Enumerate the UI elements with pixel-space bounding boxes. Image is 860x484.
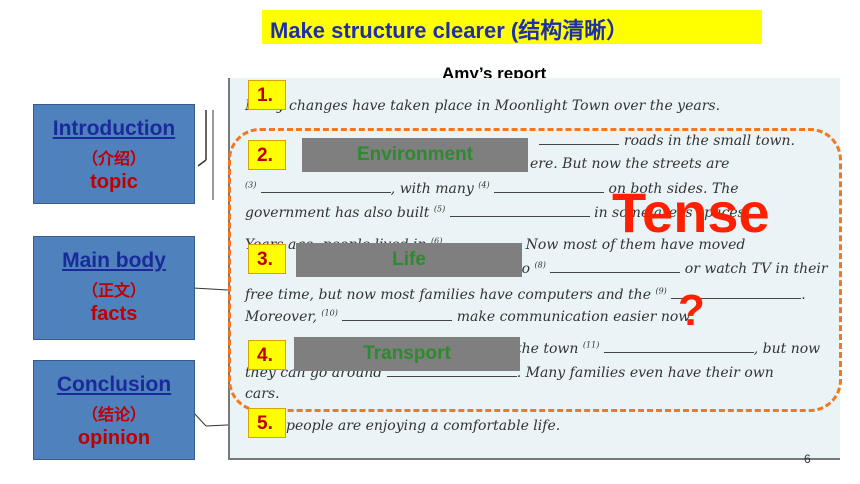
blank-number: (11) <box>582 340 600 350</box>
introduction-box: Introduction （介绍） topic <box>33 104 195 204</box>
marker-2: 2. <box>248 140 286 170</box>
report-line-9: Moreover, (10) make communication easier… <box>245 308 693 325</box>
main-body-label: Main body <box>62 249 166 272</box>
report-line-1: Many changes have taken place in Moonlig… <box>245 98 721 114</box>
main-body-en: facts <box>90 303 138 325</box>
text: Moreover, <box>245 309 317 325</box>
category-transport: Transport <box>294 337 520 371</box>
report-line-5: government has also built (5) in some ar… <box>245 204 745 221</box>
report-line-4: (3) , with many (4) on both sides. The <box>245 180 739 197</box>
marker-5: 5. <box>248 408 286 438</box>
text: . Now most of them have moved <box>516 237 746 253</box>
marker-4: 4. <box>248 340 286 370</box>
slide-title: Make structure clearer (结构清晰） <box>270 18 629 43</box>
conclusion-en: opinion <box>77 427 151 449</box>
blank <box>449 204 590 217</box>
report-line-10: the town (11) , but now <box>516 340 820 357</box>
blank <box>342 308 453 321</box>
main-body-dashed-outline <box>228 128 842 412</box>
blank-number: (8) <box>534 260 546 270</box>
page-number: 6 <box>804 452 811 466</box>
report-line-3: ere. But now the streets are <box>530 156 730 172</box>
report-line-2: roads in the small town. <box>245 132 795 149</box>
blank <box>494 180 605 193</box>
blank-number: (4) <box>478 180 490 190</box>
marker-3: 3. <box>248 244 286 274</box>
blank <box>386 364 517 377</box>
text: or watch TV in their <box>684 261 828 277</box>
text: make communication easier now. <box>456 309 694 325</box>
report-line-2-end: roads in the small town. <box>623 133 796 149</box>
blank <box>671 286 802 299</box>
blank-number: (10) <box>321 308 338 318</box>
introduction-cn: （介绍） <box>81 151 146 168</box>
blank-number: (6) <box>430 236 443 246</box>
introduction-en: topic <box>90 171 138 193</box>
text: in some areas spaces <box>594 205 745 221</box>
question-mark: ? <box>678 286 705 335</box>
conclusion-box: Conclusion （结论） opinion <box>33 360 195 460</box>
category-life: Life <box>296 243 522 277</box>
blank <box>603 340 754 353</box>
blank <box>550 260 681 273</box>
report-line-8: free time, but now most families have co… <box>245 286 806 303</box>
title-highlight <box>262 10 762 44</box>
text: . Many families even have their own <box>516 365 774 381</box>
marker-1: 1. <box>248 80 286 110</box>
text: , with many <box>390 181 474 197</box>
blank-number: (3) <box>245 180 257 190</box>
report-line-13: people are enjoying a comfortable life. <box>286 418 561 434</box>
blank <box>260 180 391 193</box>
text: on both sides. The <box>608 181 739 197</box>
text: free time, but now most families have co… <box>245 287 651 303</box>
text: , but now <box>753 341 821 357</box>
main-body-box: Main body （正文） facts <box>33 236 195 340</box>
blank <box>539 132 620 145</box>
conclusion-label: Conclusion <box>56 373 172 396</box>
main-body-cn: （正文） <box>81 283 146 300</box>
text: government has also built <box>245 205 430 221</box>
conclusion-cn: （结论） <box>81 407 146 424</box>
category-environment: Environment <box>302 138 528 172</box>
text: the town <box>516 341 579 357</box>
blank-number: (5) <box>433 204 446 214</box>
introduction-label: Introduction <box>52 117 176 140</box>
tense-overlay: Tense <box>612 181 770 244</box>
blank-number: (9) <box>655 286 667 296</box>
